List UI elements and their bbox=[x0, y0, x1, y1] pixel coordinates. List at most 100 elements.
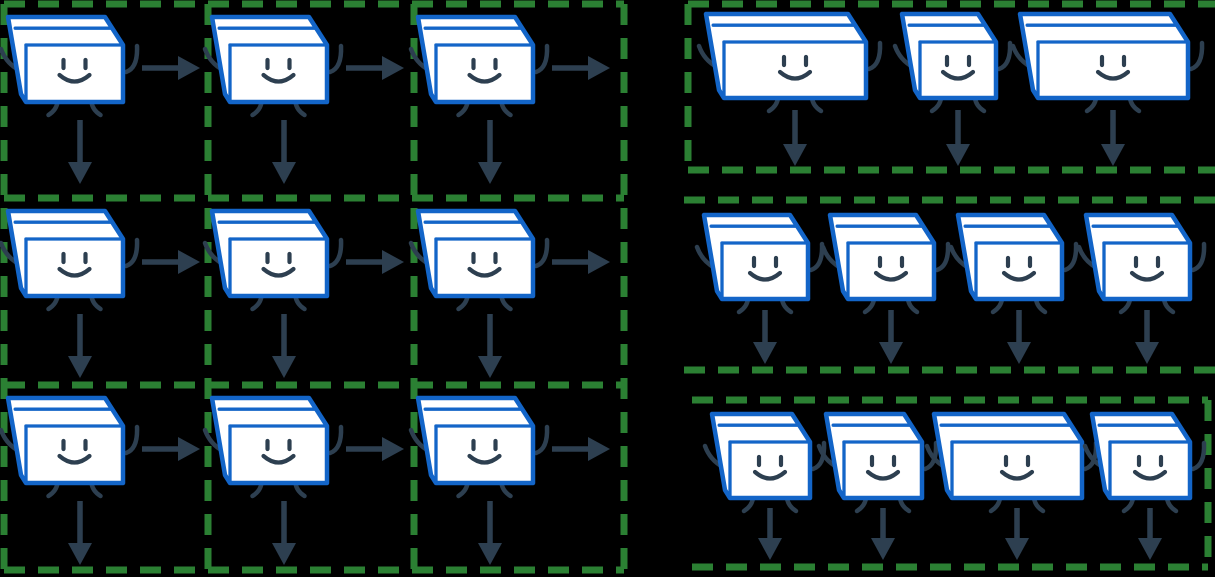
right-arrow-icon bbox=[142, 437, 200, 461]
right-arm bbox=[810, 440, 827, 472]
down-arrow-head bbox=[753, 342, 777, 364]
right-arrow-head bbox=[588, 437, 610, 461]
right-arrow-icon bbox=[346, 437, 404, 461]
down-arrow-icon bbox=[1138, 508, 1162, 560]
box-character bbox=[924, 411, 1099, 514]
right-arrow-icon bbox=[346, 250, 404, 274]
smile-mouth bbox=[747, 270, 783, 282]
right-arrow-head bbox=[178, 437, 200, 461]
down-arrow-icon bbox=[753, 310, 777, 364]
down-arrow-icon bbox=[272, 501, 296, 565]
down-arrow-icon bbox=[946, 110, 970, 166]
down-arrow-head bbox=[68, 543, 92, 565]
grid-cell-r1-c1 bbox=[0, 14, 200, 184]
batch-row-2 bbox=[684, 196, 1215, 374]
box-character bbox=[702, 411, 827, 514]
batch-row-1 bbox=[684, 0, 1215, 174]
smile-mouth bbox=[57, 72, 92, 84]
smile-mouth bbox=[57, 266, 92, 278]
smile-mouth bbox=[261, 453, 296, 465]
box-character bbox=[408, 208, 550, 312]
down-arrow-head bbox=[272, 162, 296, 184]
right-arrow-icon bbox=[552, 56, 610, 80]
right-arm bbox=[533, 43, 550, 75]
box-character bbox=[1010, 11, 1205, 114]
box-character bbox=[820, 212, 951, 315]
grid-cell-r1-c3 bbox=[408, 14, 610, 184]
box-character bbox=[696, 11, 883, 114]
down-arrow-head bbox=[68, 356, 92, 378]
grid-cell-r2-c2 bbox=[202, 208, 404, 378]
smile-mouth bbox=[467, 453, 502, 465]
grid-cell-r2-c3 bbox=[408, 208, 610, 378]
right-arrow-icon bbox=[346, 56, 404, 80]
down-arrow-icon bbox=[478, 314, 502, 378]
right-arm bbox=[533, 237, 550, 269]
down-arrow-icon bbox=[1007, 310, 1031, 364]
down-arrow-icon bbox=[272, 314, 296, 378]
down-arrow-icon bbox=[783, 110, 807, 166]
down-arrow-head bbox=[68, 162, 92, 184]
down-arrow-icon bbox=[1005, 508, 1029, 560]
right-arm bbox=[808, 241, 825, 273]
down-arrow-head bbox=[1101, 144, 1125, 166]
box-character bbox=[892, 11, 1013, 114]
grid-cell-r3-c2 bbox=[202, 395, 404, 565]
down-arrow-icon bbox=[758, 508, 782, 560]
right-arm bbox=[327, 237, 344, 269]
box-character bbox=[1082, 411, 1207, 514]
right-arrow-head bbox=[382, 437, 404, 461]
right-arrow-head bbox=[178, 250, 200, 274]
smile-mouth bbox=[999, 469, 1035, 481]
smile-mouth bbox=[940, 69, 976, 81]
right-arm bbox=[1190, 440, 1207, 472]
grid-cell-r3-c3 bbox=[408, 395, 610, 565]
box-character bbox=[948, 212, 1079, 315]
box-character bbox=[1076, 212, 1207, 315]
down-arrow-icon bbox=[879, 310, 903, 364]
down-arrow-head bbox=[1005, 538, 1029, 560]
box-character bbox=[0, 208, 140, 312]
smile-mouth bbox=[467, 266, 502, 278]
right-arrow-head bbox=[588, 56, 610, 80]
right-arrow-icon bbox=[142, 56, 200, 80]
smile-mouth bbox=[1129, 270, 1165, 282]
grid-cell-r1-c2 bbox=[202, 14, 404, 184]
down-arrow-head bbox=[478, 162, 502, 184]
down-arrow-head bbox=[1007, 342, 1031, 364]
right-arm bbox=[123, 237, 140, 269]
down-arrow-icon bbox=[1101, 110, 1125, 166]
box-character bbox=[0, 14, 140, 118]
down-arrow-head bbox=[478, 543, 502, 565]
single-box-grid bbox=[0, 0, 628, 574]
grid-cell-r3-c1 bbox=[0, 395, 200, 565]
right-arrow-head bbox=[382, 250, 404, 274]
down-arrow-icon bbox=[1135, 310, 1159, 364]
smile-mouth bbox=[752, 469, 788, 481]
smile-mouth bbox=[261, 72, 296, 84]
down-arrow-icon bbox=[871, 508, 895, 560]
down-arrow-icon bbox=[68, 120, 92, 184]
smile-mouth bbox=[1132, 469, 1168, 481]
right-arm bbox=[1190, 241, 1207, 273]
smile-mouth bbox=[1001, 270, 1037, 282]
down-arrow-head bbox=[946, 144, 970, 166]
down-arrow-icon bbox=[68, 501, 92, 565]
smile-mouth bbox=[57, 453, 92, 465]
right-arm bbox=[123, 424, 140, 456]
down-arrow-icon bbox=[272, 120, 296, 184]
down-arrow-head bbox=[871, 538, 895, 560]
right-arm bbox=[327, 424, 344, 456]
down-arrow-head bbox=[272, 543, 296, 565]
right-arm bbox=[1062, 241, 1079, 273]
box-character bbox=[694, 212, 825, 315]
down-arrow-icon bbox=[478, 120, 502, 184]
right-arm bbox=[934, 241, 951, 273]
box-character bbox=[816, 411, 939, 514]
box-character bbox=[0, 395, 140, 499]
smile-mouth bbox=[873, 270, 909, 282]
down-arrow-head bbox=[879, 342, 903, 364]
smile-mouth bbox=[261, 266, 296, 278]
